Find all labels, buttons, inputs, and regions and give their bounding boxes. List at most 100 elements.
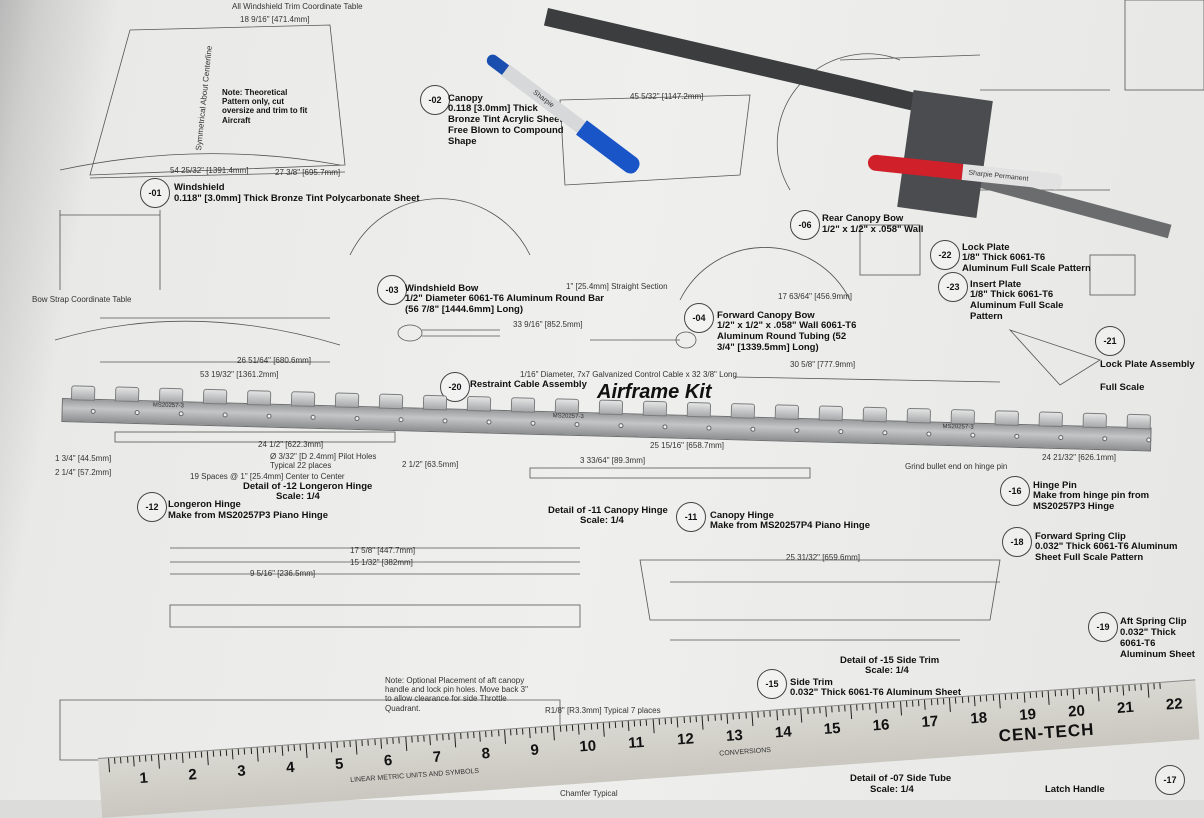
ruler-tick	[806, 708, 809, 715]
ruler-tick	[1091, 687, 1093, 694]
ruler-tick	[497, 730, 500, 737]
hinge-knuckle	[466, 395, 492, 412]
ruler-number: 4	[285, 758, 296, 777]
ruler-tick	[250, 748, 252, 755]
ruler-tick	[485, 731, 487, 738]
ruler-number: 15	[823, 719, 842, 739]
part-title: Hinge Pin	[1033, 480, 1077, 491]
ruler-tick	[448, 733, 450, 740]
part-desc: 0.118" [3.0mm] Thick Bronze Tint Polycar…	[174, 193, 420, 204]
ruler-tick	[1109, 686, 1112, 693]
hinge-hole	[1058, 434, 1064, 441]
dimension: 1 3/4" [44.5mm]	[55, 454, 112, 463]
ruler-tick	[676, 717, 679, 728]
part-title: Side Trim	[790, 677, 833, 688]
hinge-hole	[706, 425, 712, 431]
ruler-tick	[256, 747, 259, 762]
hinge-knuckle	[686, 401, 712, 418]
detail-title: Detail of -12 Longeron Hinge	[243, 481, 373, 492]
ruler-tick	[1153, 683, 1155, 690]
dimension: 24 21/32" [626.1mm]	[1042, 453, 1116, 462]
ruler-tick	[1085, 688, 1087, 695]
ruler-tick	[924, 699, 927, 710]
ruler-tick	[893, 701, 895, 708]
dimension: 53 19/32" [1361.2mm]	[200, 370, 279, 379]
part-desc: Make from MS20257P3 Piano Hinge	[168, 510, 328, 521]
hinge-hole	[1014, 433, 1020, 439]
ruler-tick	[1103, 686, 1106, 693]
part-callout: -06	[790, 210, 820, 240]
ruler-tick	[441, 734, 444, 741]
ruler-tick	[225, 749, 227, 756]
ruler-tick	[206, 751, 209, 766]
ruler-tick	[114, 757, 116, 764]
part-desc: Make from MS20257P4 Piano Hinge	[710, 520, 870, 531]
part-title: Lock Plate Assembly	[1100, 359, 1195, 370]
part-desc: 1/2" x 1/2" x .058" Wall 6061-T6 Aluminu…	[717, 320, 857, 353]
ruler-number: 18	[969, 709, 988, 728]
part-desc: 0.032" Thick 6061-T6 Aluminum Sheet Full…	[1035, 541, 1178, 563]
ruler-tick	[324, 742, 326, 749]
ruler-tick	[355, 740, 358, 755]
ruler-tick	[349, 740, 351, 747]
dimension: 19 Spaces @ 1" [25.4mm] Center to Center	[190, 472, 345, 481]
ruler-tick	[305, 744, 308, 759]
ruler-tick	[169, 753, 172, 760]
ruler-number: 22	[1165, 695, 1184, 714]
part-callout: -22	[930, 240, 960, 270]
hinge-hole	[90, 408, 96, 414]
ruler-number: 9	[529, 741, 540, 760]
ruler-tick	[775, 710, 778, 721]
ruler-tick	[163, 754, 166, 761]
ruler-tick	[683, 716, 685, 724]
ruler-tick	[905, 701, 908, 708]
ruler-tick	[479, 731, 481, 742]
ruler-tick	[578, 724, 580, 735]
ruler-tick	[435, 734, 438, 741]
ruler-tick	[547, 726, 549, 733]
hinge-hole	[750, 426, 756, 432]
ruler-tick	[293, 744, 295, 751]
ruler-tick	[194, 752, 197, 759]
ruler-tick	[1097, 687, 1100, 702]
ruler-tick	[936, 698, 939, 705]
part-title: Aft Spring Clip	[1120, 616, 1187, 627]
ruler-tick	[1140, 684, 1143, 691]
hinge-knuckle	[246, 390, 272, 406]
ruler-tick	[361, 740, 364, 747]
hinge-hole	[310, 414, 316, 420]
ruler-tick	[918, 700, 920, 707]
ruler-tick	[522, 728, 524, 735]
ruler-tick	[881, 702, 883, 709]
dimension: 9 5/16" [236.5mm]	[250, 569, 316, 578]
part-callout: -03	[377, 275, 407, 305]
ruler-tick	[219, 750, 221, 757]
ruler-tick	[132, 756, 135, 767]
ruler-tick	[769, 710, 772, 717]
ruler-number: 20	[1067, 702, 1086, 721]
detail-scale: Scale: 1/4	[865, 665, 909, 676]
ruler-tick	[1146, 683, 1149, 698]
part-title: Canopy Hinge	[710, 510, 774, 521]
detail-title: Detail of -07 Side Tube	[850, 773, 952, 784]
ruler-tick	[738, 712, 741, 720]
ruler-tick	[584, 724, 586, 731]
ruler-tick	[182, 752, 184, 763]
ruler-tick	[1035, 691, 1038, 698]
hinge-knuckle	[202, 388, 228, 405]
ruler-tick	[268, 746, 271, 753]
combination-square[interactable]	[897, 90, 993, 218]
hinge-hole	[134, 409, 140, 416]
detail-title: Detail of -11 Canopy Hinge	[548, 505, 668, 516]
part-desc: 0.118 [3.0mm] Thick Bronze Tint Acrylic …	[448, 103, 564, 147]
ruler-number: 6	[383, 751, 393, 770]
dimension: 3 33/64" [89.3mm]	[580, 456, 646, 465]
part-title: Longeron Hinge	[168, 499, 241, 510]
detail-title: Detail of -15 Side Trim	[840, 655, 940, 666]
hinge-knuckle	[818, 405, 844, 422]
ruler-tick	[510, 729, 512, 736]
ruler-tick	[720, 714, 722, 721]
ruler-tick	[646, 719, 648, 726]
hinge-hole	[178, 411, 184, 417]
part-title: Forward Spring Clip	[1035, 531, 1126, 542]
